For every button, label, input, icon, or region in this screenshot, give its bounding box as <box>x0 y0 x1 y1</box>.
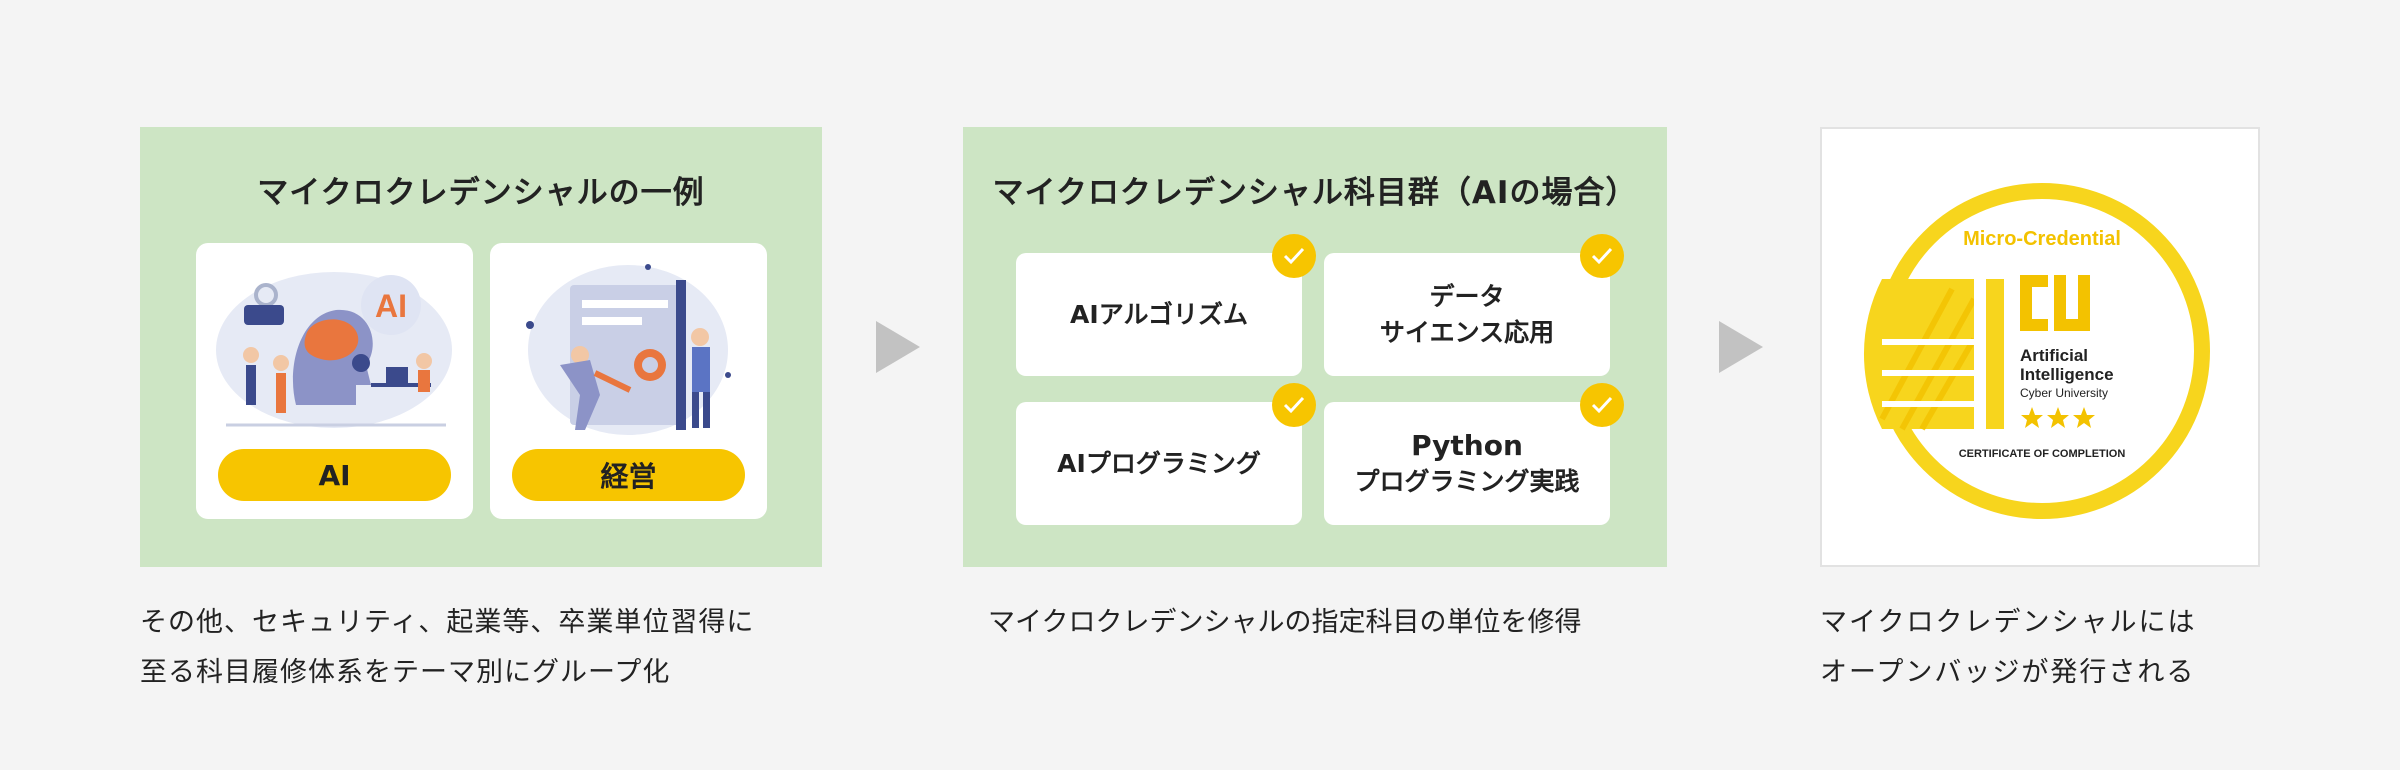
subject-label: AIアルゴリズム <box>1070 299 1248 329</box>
check-icon <box>1580 383 1624 427</box>
subject-ai-algorithm: AIアルゴリズム <box>1016 253 1302 376</box>
caption-line: マイクロクレデンシャルには <box>1820 607 2197 638</box>
subject-ai-programming: AIプログラミング <box>1016 402 1302 525</box>
step3-caption: マイクロクレデンシャルには オープンバッジが発行される <box>1820 598 2380 698</box>
subject-label: AIプログラミング <box>1057 448 1261 478</box>
svg-text:AI: AI <box>375 288 407 324</box>
svg-text:Intelligence: Intelligence <box>2020 365 2114 384</box>
caption-line: マイクロクレデンシャルの指定科目の単位を修得 <box>988 607 1582 638</box>
subject-label: サイエンス応用 <box>1379 317 1555 347</box>
subject-label: データ <box>1429 281 1505 311</box>
open-badge-icon: Micro-Credential Artificial Intelligence… <box>1863 183 2210 519</box>
example-card-business-label: 経営 <box>512 449 745 501</box>
caption-line: 至る科目履修体系をテーマ別にグループ化 <box>140 657 671 688</box>
svg-text:Artificial: Artificial <box>2020 346 2088 365</box>
subject-label: Python <box>1411 428 1523 462</box>
subjects-panel-title: マイクロクレデンシャル科目群（AIの場合） <box>992 175 1638 211</box>
business-presentation-illustration-icon <box>526 264 731 435</box>
step-arrow-1-icon <box>876 321 920 373</box>
ai-brain-illustration-icon: AI <box>216 272 452 428</box>
check-icon <box>1580 234 1624 278</box>
svg-text:Micro-Credential: Micro-Credential <box>1963 228 2121 250</box>
caption-line: その他、セキュリティ、起業等、卒業単位習得に <box>140 607 755 638</box>
example-panel-title: マイクロクレデンシャルの一例 <box>257 175 705 211</box>
subject-data-science: データ サイエンス応用 <box>1324 253 1610 376</box>
svg-text:CERTIFICATE OF COMPLETION: CERTIFICATE OF COMPLETION <box>1959 448 2126 460</box>
subject-python-programming: Python プログラミング実践 <box>1324 402 1610 525</box>
step1-caption: その他、セキュリティ、起業等、卒業単位習得に 至る科目履修体系をテーマ別にグルー… <box>140 598 840 698</box>
open-badge: Micro-Credential Artificial Intelligence… <box>1820 127 2260 567</box>
caption-line: オープンバッジが発行される <box>1820 657 2196 688</box>
example-card-business: 経営 <box>490 243 767 519</box>
example-panel: マイクロクレデンシャルの一例 AI AI <box>140 127 822 567</box>
example-card-ai-label: AI <box>218 449 451 501</box>
star-rating-icon <box>2021 407 2095 428</box>
check-icon <box>1272 234 1316 278</box>
check-icon <box>1272 383 1316 427</box>
subjects-panel: マイクロクレデンシャル科目群（AIの場合） AIアルゴリズム データ サイエンス… <box>963 127 1667 567</box>
step-arrow-2-icon <box>1719 321 1763 373</box>
step2-caption: マイクロクレデンシャルの指定科目の単位を修得 <box>988 598 1688 648</box>
example-card-ai: AI AI <box>196 243 473 519</box>
subject-label: プログラミング実践 <box>1354 466 1580 496</box>
svg-text:Cyber University: Cyber University <box>2020 386 2108 400</box>
